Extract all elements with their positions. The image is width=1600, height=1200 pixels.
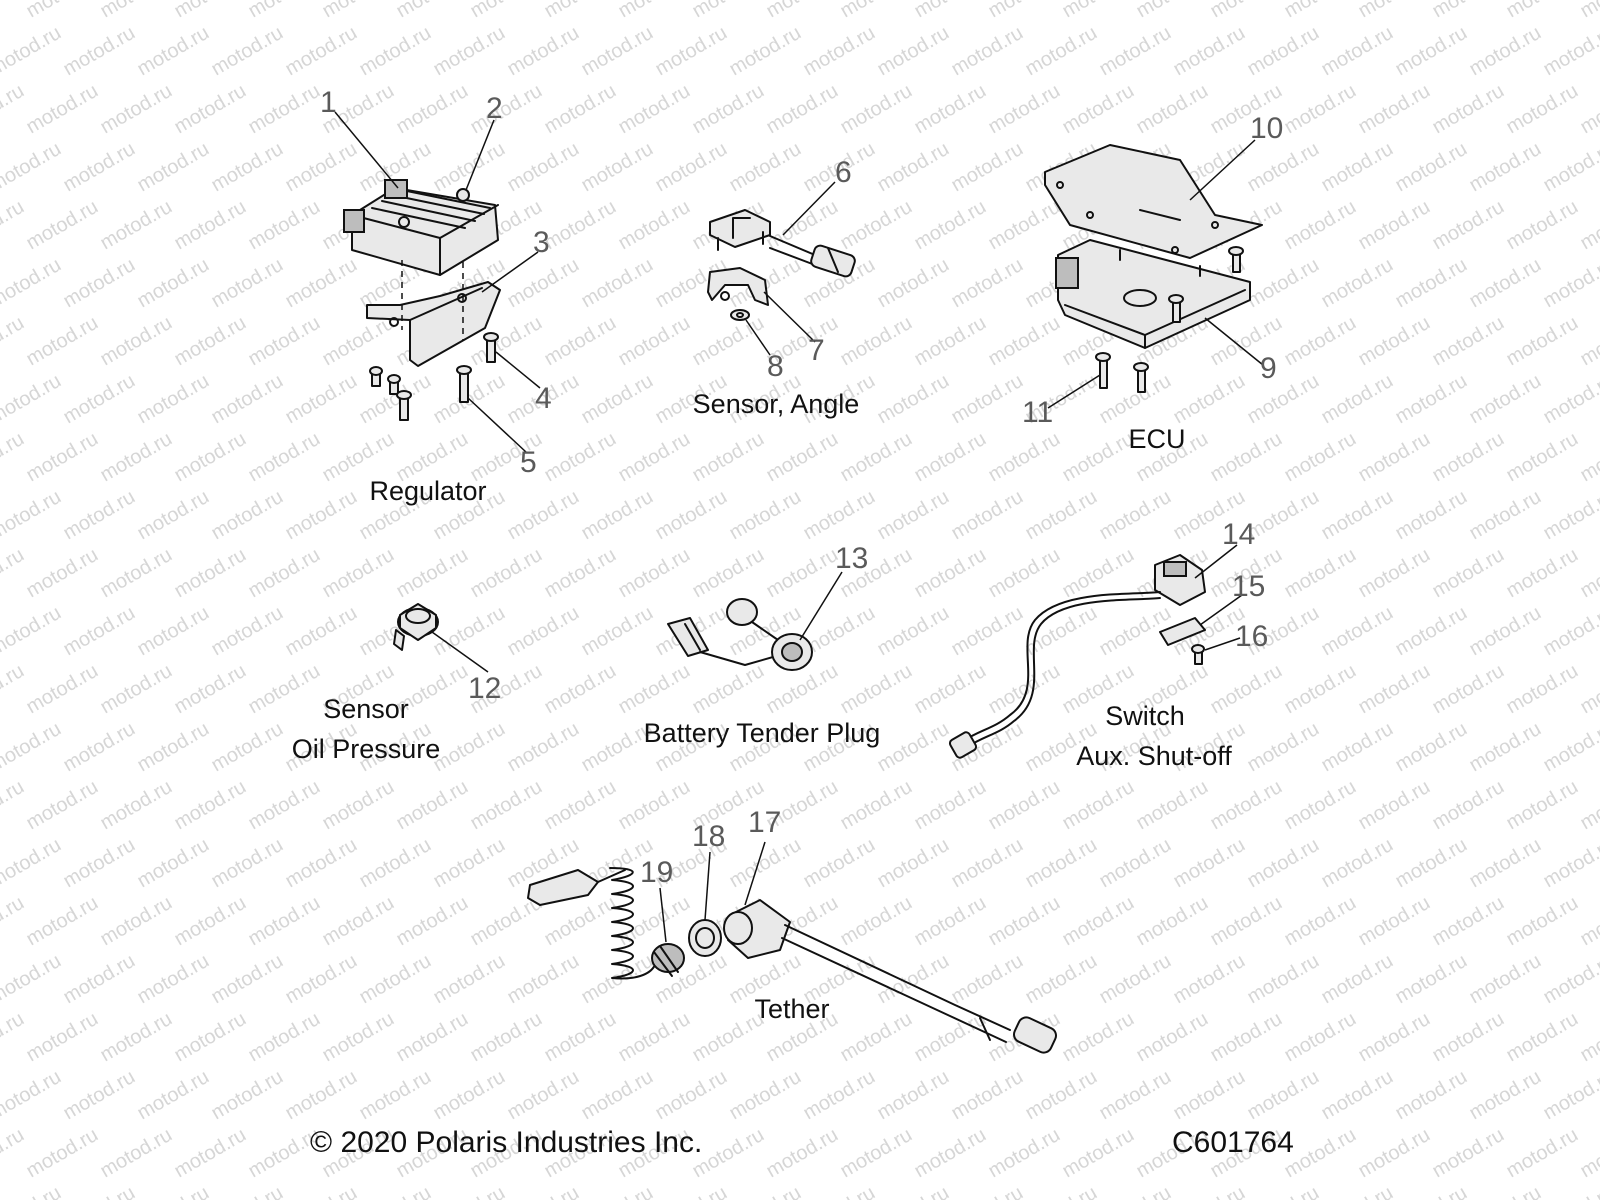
callout-6: 6 (835, 156, 852, 189)
screw-16[interactable] (1191, 644, 1205, 665)
callout-5: 5 (520, 446, 537, 479)
aux-shutoff-switch-assembly (948, 544, 1243, 759)
callout-14: 14 (1222, 518, 1255, 551)
callout-15: 15 (1232, 570, 1265, 603)
battery-tender-assembly (667, 571, 843, 671)
callout-16: 16 (1235, 620, 1268, 653)
regulator-unit[interactable] (343, 179, 499, 276)
label-regulator: Regulator (369, 476, 486, 506)
sensor-angle-assembly (707, 181, 856, 356)
label-sensor-oil-2: Oil Pressure (292, 734, 441, 764)
bolt-left-short-a[interactable] (369, 366, 383, 387)
callout-2: 2 (486, 92, 503, 125)
callout-19: 19 (640, 856, 673, 889)
bolt-4[interactable] (483, 332, 499, 363)
callout-12: 12 (468, 672, 501, 705)
label-switch-2: Aux. Shut-off (1076, 741, 1232, 771)
oil-pressure-sensor[interactable] (393, 603, 439, 651)
callout-13: 13 (835, 542, 868, 575)
tether-assembly (527, 841, 1059, 1055)
nut-8[interactable] (730, 309, 750, 321)
screw-11[interactable] (1095, 352, 1111, 389)
callout-4: 4 (535, 382, 552, 415)
switch-clip-15[interactable] (1159, 617, 1206, 646)
label-tether: Tether (754, 994, 829, 1024)
screw-ecu-c[interactable] (1168, 294, 1184, 323)
callout-9: 9 (1260, 352, 1277, 385)
screw-ecu-d[interactable] (1228, 246, 1244, 273)
label-sensor-angle: Sensor, Angle (693, 389, 860, 419)
label-switch-1: Switch (1105, 701, 1185, 731)
callout-7: 7 (808, 334, 825, 367)
bolt-5[interactable] (456, 365, 472, 403)
angle-sensor[interactable] (709, 209, 856, 278)
aux-shutoff-switch[interactable] (948, 554, 1206, 759)
bolt-left-long[interactable] (396, 390, 412, 421)
regulator-bracket[interactable] (366, 281, 501, 367)
label-battery-tender: Battery Tender Plug (644, 718, 881, 748)
tether-switch-17[interactable] (723, 899, 1059, 1055)
callout-11: 11 (1022, 396, 1053, 429)
screw-ecu-b[interactable] (1133, 362, 1149, 393)
regulator-assembly (334, 111, 541, 453)
callout-8: 8 (767, 350, 784, 383)
label-ecu: ECU (1128, 424, 1185, 454)
callout-18: 18 (692, 820, 725, 853)
diagram-code: C601764 (1172, 1126, 1294, 1159)
angle-sensor-bracket[interactable] (707, 267, 769, 306)
label-sensor-oil-1: Sensor (323, 694, 409, 724)
callout-17: 17 (748, 806, 781, 839)
tether-nut-18[interactable] (688, 919, 722, 957)
oil-pressure-sensor-assembly (393, 603, 489, 673)
callout-10: 10 (1250, 112, 1283, 145)
tether-lanyard-19[interactable] (527, 867, 685, 980)
battery-tender-plug[interactable] (667, 598, 813, 671)
copyright-text: © 2020 Polaris Industries Inc. (310, 1126, 702, 1159)
ecu-module[interactable] (1055, 239, 1251, 349)
ecu-assembly (1044, 139, 1264, 409)
callout-3: 3 (533, 226, 550, 259)
callout-1: 1 (320, 86, 337, 119)
bolt-left-short-b[interactable] (387, 374, 401, 395)
ecu-cover-plate[interactable] (1044, 144, 1263, 259)
